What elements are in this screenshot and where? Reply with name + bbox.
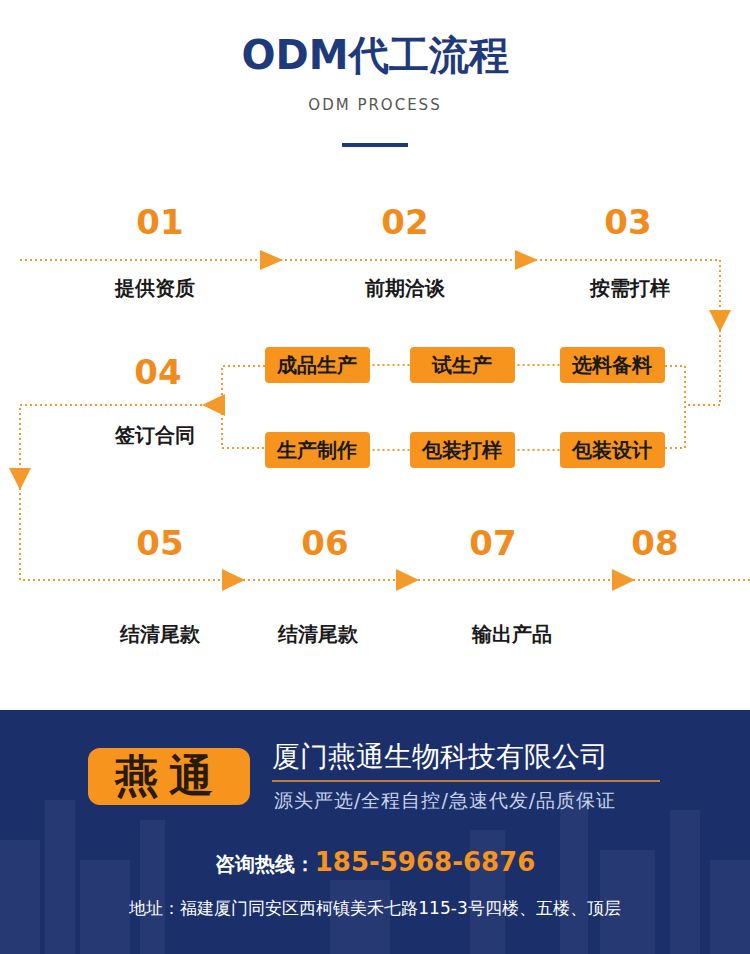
step-number: 05 [136,523,183,563]
flow-arrowheads [9,250,731,591]
process-box: 包装打样 [410,432,515,468]
process-box: 选料备料 [560,347,665,383]
step-number: 02 [381,202,428,242]
hotline-number: 185-5968-6876 [315,847,536,877]
title: ODM代工流程 [241,28,508,83]
process-box: 包装设计 [560,432,665,468]
name-underline [272,780,660,782]
step-number: 07 [469,523,516,563]
step-number: 08 [631,523,678,563]
box-label: 成品生产 [277,352,357,379]
step-label: 结清尾款 [120,621,200,648]
hotline-label: 咨询热线： [215,851,315,878]
box-label: 包装设计 [572,437,652,464]
address: 地址：福建厦门同安区西柯镇美禾七路115-3号四楼、五楼、顶层 [129,897,620,920]
slogan: 源头严选/全程自控/急速代发/品质保证 [274,788,616,814]
box-label: 包装打样 [422,437,502,464]
box-label: 选料备料 [572,352,652,379]
process-box: 生产制作 [265,432,370,468]
dotted-connector [515,449,560,451]
logo-text: 燕通 [115,747,223,806]
company-name: 厦门燕通生物科技有限公司 [272,738,608,776]
step-number: 01 [136,202,183,242]
box-label: 生产制作 [277,437,357,464]
logo-box: 燕通 [88,748,250,805]
footer-band [0,710,750,954]
dotted-connector [370,364,410,366]
step-label: 提供资质 [115,275,195,302]
subtitle: ODM PROCESS [308,96,441,114]
hotline-row: 咨询热线：185-5968-6876 [0,847,750,878]
skyline [0,790,750,954]
step-label: 前期洽谈 [365,275,445,302]
dotted-connector [370,449,410,451]
step-label: 结清尾款 [278,621,358,648]
process-box: 成品生产 [265,347,370,383]
step-label: 按需打样 [590,275,670,302]
dotted-flow [20,260,750,580]
process-box: 试生产 [410,347,515,383]
step-number: 04 [134,352,181,392]
box-label: 试生产 [432,352,492,379]
step-label: 输出产品 [472,621,552,648]
step-label: 签订合同 [115,422,195,449]
title-underline [342,143,408,147]
step-number: 06 [301,523,348,563]
step-number: 03 [604,202,651,242]
footer-panel: 燕通 厦门燕通生物科技有限公司源头严选/全程自控/急速代发/品质保证咨询热线：18… [0,710,750,954]
dotted-connector [515,364,560,366]
